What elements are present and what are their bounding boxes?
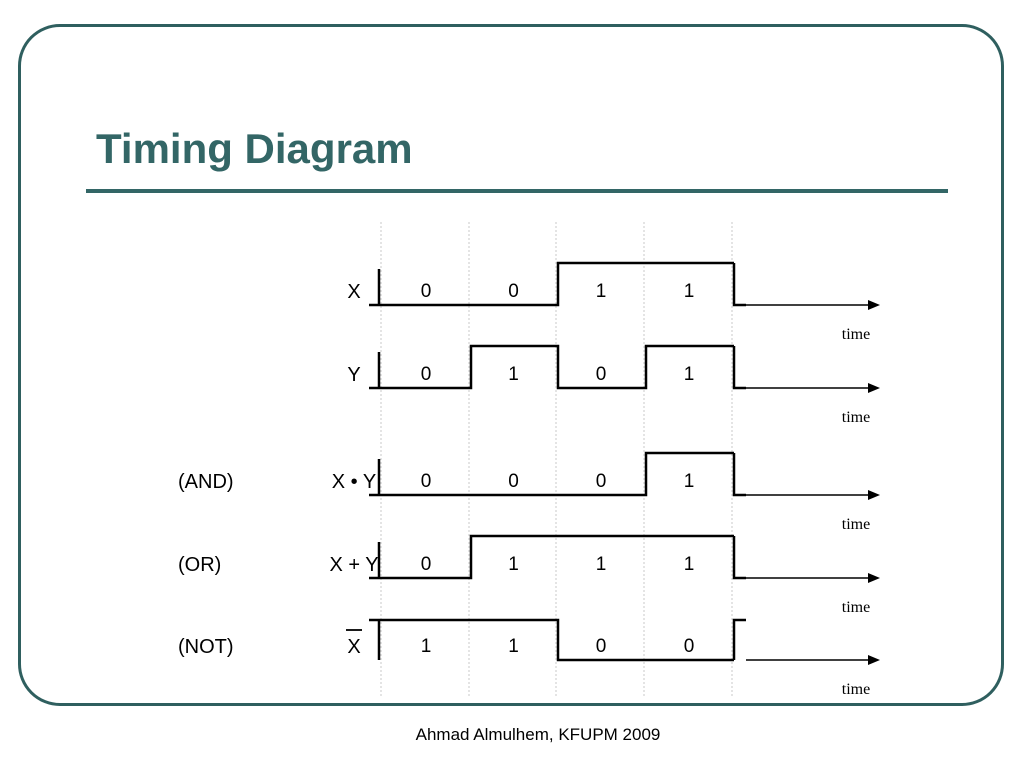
signal-row: time 0 1 1 1 (OR) X + Y xyxy=(178,534,880,616)
waveform xyxy=(369,534,734,580)
operator-label: (NOT) xyxy=(178,636,234,658)
operator-label: (AND) xyxy=(178,471,234,493)
bit-value: 0 xyxy=(596,471,607,492)
time-axis-label: time xyxy=(842,681,870,698)
bit-value: 1 xyxy=(421,636,432,657)
bit-value: 1 xyxy=(684,364,695,385)
slide-frame xyxy=(18,24,1004,706)
time-axis-label: time xyxy=(842,599,870,616)
arrow-head-icon xyxy=(868,655,880,665)
title-underline xyxy=(86,189,948,193)
bit-value: 1 xyxy=(596,281,607,302)
signal-label: X xyxy=(347,281,360,303)
signal-row: time 0 0 1 1 X xyxy=(347,261,880,343)
bit-value: 1 xyxy=(596,554,607,575)
bit-value: 0 xyxy=(421,281,432,302)
signal-label: Y xyxy=(347,364,360,386)
bit-value: 0 xyxy=(508,471,519,492)
waveform-end-edge xyxy=(732,618,746,660)
waveform xyxy=(369,261,734,307)
bit-value: 0 xyxy=(421,471,432,492)
bit-value: 0 xyxy=(596,364,607,385)
signal-label: X + Y xyxy=(329,554,378,576)
bit-value: 0 xyxy=(596,636,607,657)
bit-value: 1 xyxy=(684,281,695,302)
signal-row: time 0 1 0 1 Y xyxy=(347,344,880,426)
bit-value: 1 xyxy=(684,471,695,492)
signal-label: X • Y xyxy=(332,471,376,493)
signal-label: X xyxy=(347,636,360,658)
bit-value: 1 xyxy=(508,364,519,385)
bit-value: 0 xyxy=(508,281,519,302)
bit-value: 1 xyxy=(508,636,519,657)
waveform-end-edge xyxy=(732,346,746,390)
operator-label: (OR) xyxy=(178,554,221,576)
bit-value: 0 xyxy=(684,636,695,657)
slide-title: Timing Diagram xyxy=(96,125,413,172)
time-axis-label: time xyxy=(842,326,870,343)
bit-value: 1 xyxy=(684,554,695,575)
waveform-end-edge xyxy=(732,536,746,580)
bit-value: 1 xyxy=(508,554,519,575)
waveform xyxy=(369,344,734,390)
waveform xyxy=(369,451,734,497)
arrow-head-icon xyxy=(868,300,880,310)
bit-value: 0 xyxy=(421,364,432,385)
time-axis-label: time xyxy=(842,409,870,426)
waveform-end-edge xyxy=(732,453,746,497)
time-axis-label: time xyxy=(842,516,870,533)
arrow-head-icon xyxy=(868,383,880,393)
arrow-head-icon xyxy=(868,490,880,500)
waveform xyxy=(369,618,734,662)
bit-value: 0 xyxy=(421,554,432,575)
arrow-head-icon xyxy=(868,573,880,583)
signal-row: time 0 0 0 1 (AND) X • Y xyxy=(178,451,880,533)
waveform-end-edge xyxy=(732,263,746,307)
footer-credit: Ahmad Almulhem, KFUPM 2009 xyxy=(415,725,661,744)
signal-row: time 1 1 0 0 (NOT) X xyxy=(178,618,880,698)
